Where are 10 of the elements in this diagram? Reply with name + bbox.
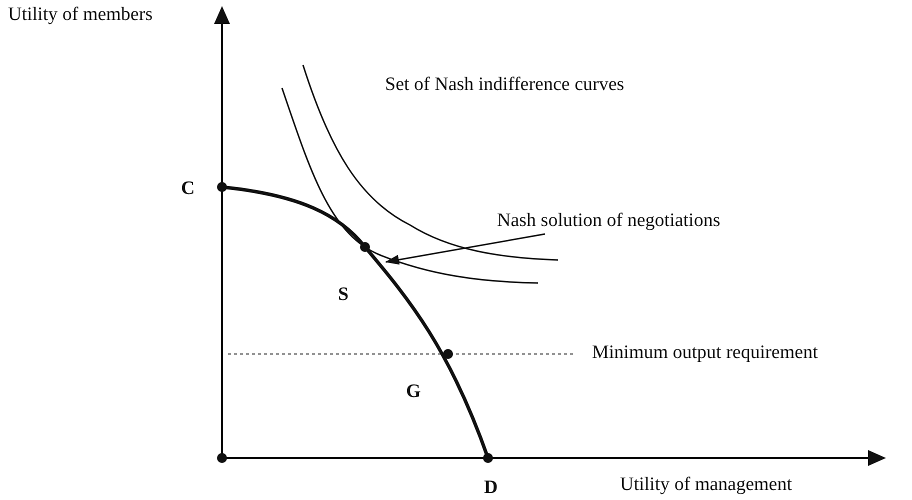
axis-or-note-label: Minimum output requirement [592,341,818,365]
point-label: C [181,177,195,201]
point-label: D [484,476,498,500]
axis-or-note-label: Set of Nash indifference curves [385,73,624,97]
arrow [385,233,546,265]
axis-or-note-label: Utility of management [620,473,792,497]
annotation-text: Nash solution of negotiations [497,209,720,233]
point-label: G [406,380,421,404]
point-label: S [338,283,349,307]
axis-or-note-label: Utility of members [8,3,153,27]
